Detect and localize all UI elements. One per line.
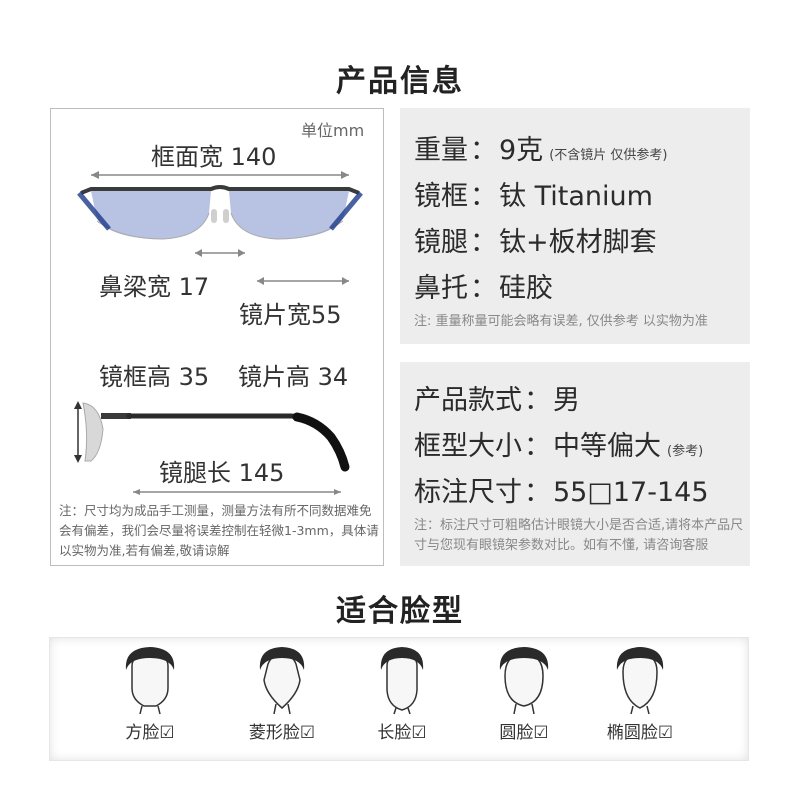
frame-value: 钛 Titanium (499, 181, 653, 212)
temple-length-arrow (133, 489, 341, 495)
frame-height-label: 镜框高 35 (99, 363, 210, 391)
round-face-icon (499, 647, 549, 715)
specs-note: 注: 重量称量可能会略有误差, 仅供参考 以实物为准 (414, 314, 708, 329)
weight-row: 重量：9克 (不含镜片 仅供参考) (414, 128, 667, 167)
long-face-icon (380, 647, 424, 715)
nose-label: 鼻托 (414, 273, 468, 304)
face-label: 方脸☑ (125, 723, 175, 743)
style-note: 注：标注尺寸可粗略估计眼镜大小是否合适,请将本产品尺寸与您现有眼镜架参数对比。如… (414, 518, 744, 553)
unit-label: 单位mm (301, 121, 365, 140)
frame-label: 镜框 (414, 181, 468, 212)
face-item-long: 长脸☑ (342, 644, 462, 743)
lens-height-label: 镜片高 34 (238, 363, 349, 391)
style-panel: 产品款式：男 框型大小：中等偏大(参考) 标注尺寸：55□17-145 注：标注… (400, 362, 750, 566)
colon: ： (524, 385, 551, 416)
nose-pad-row: 鼻托：硅胶 (414, 266, 553, 305)
colon: ： (470, 227, 497, 258)
diamond-face-icon (259, 647, 305, 715)
frame-width-label: 框面宽 140 (151, 143, 277, 171)
face-label: 椭圆脸☑ (606, 723, 674, 743)
colon: ： (470, 135, 497, 166)
colon: ： (524, 431, 551, 462)
marked-value: 55□17-145 (553, 477, 709, 508)
colon: ： (470, 181, 497, 212)
temple-material-row: 镜腿：钛+板材脚套 (414, 220, 657, 259)
size-row: 框型大小：中等偏大 (参考) (414, 424, 703, 463)
colon: ： (524, 477, 551, 508)
face-item-diamond: 菱形脸☑ (222, 644, 342, 743)
face-shape-strip: 方脸☑ 菱形脸☑ 长脸☑ 圆脸☑ 椭圆脸☑ (50, 638, 748, 760)
size-note: (参考) (667, 444, 704, 459)
size-value: 中等偏大 (553, 431, 661, 462)
face-item-square: 方脸☑ (90, 644, 210, 743)
face-item-oval: 椭圆脸☑ (580, 644, 700, 743)
bridge-width-label: 鼻梁宽 17 (99, 273, 210, 301)
square-face-icon (125, 647, 175, 715)
face-label: 圆脸☑ (499, 723, 549, 743)
face-fit-title: 适合脸型 (336, 594, 464, 629)
colon: ： (470, 273, 497, 304)
face-item-round: 圆脸☑ (464, 644, 584, 743)
temple-length-label: 镜腿长 145 (159, 459, 285, 487)
measurement-note: 注：尺寸均为成品手工测量，测量方法有所不同数据难免会有偏差，我们会尽量将误差控制… (59, 503, 379, 558)
frame-material-row: 镜框：钛 Titanium (414, 174, 653, 213)
marked-label: 标注尺寸 (414, 477, 522, 508)
face-label: 长脸☑ (377, 723, 427, 743)
temple-value: 钛+板材脚套 (499, 227, 657, 258)
glasses-side-illustration (74, 401, 350, 472)
marked-size-row: 标注尺寸：55□17-145 (414, 470, 709, 509)
glasses-front-illustration (77, 171, 363, 285)
nose-value: 硅胶 (499, 273, 553, 304)
weight-label: 重量 (414, 135, 468, 166)
weight-note: (不含镜片 仅供参考) (549, 148, 668, 163)
gender-label: 产品款式 (414, 385, 522, 416)
lens-width-label: 镜片宽55 (239, 301, 342, 329)
specs-panel: 重量：9克(不含镜片 仅供参考) 镜框：钛 Titanium 镜腿：钛+板材脚套… (400, 108, 750, 344)
face-label: 菱形脸☑ (248, 723, 316, 743)
oval-face-icon (616, 647, 664, 715)
measurement-panel: 单位mm 框面宽 140 鼻梁宽 17 镜片宽55 镜框高 35 镜片高 34 (50, 108, 384, 566)
product-info-title: 产品信息 (336, 64, 464, 99)
temple-label: 镜腿 (414, 227, 468, 258)
weight-value: 9克 (499, 135, 544, 166)
gender-value: 男 (553, 385, 580, 416)
gender-row: 产品款式：男 (414, 378, 580, 417)
size-label: 框型大小 (414, 431, 522, 462)
